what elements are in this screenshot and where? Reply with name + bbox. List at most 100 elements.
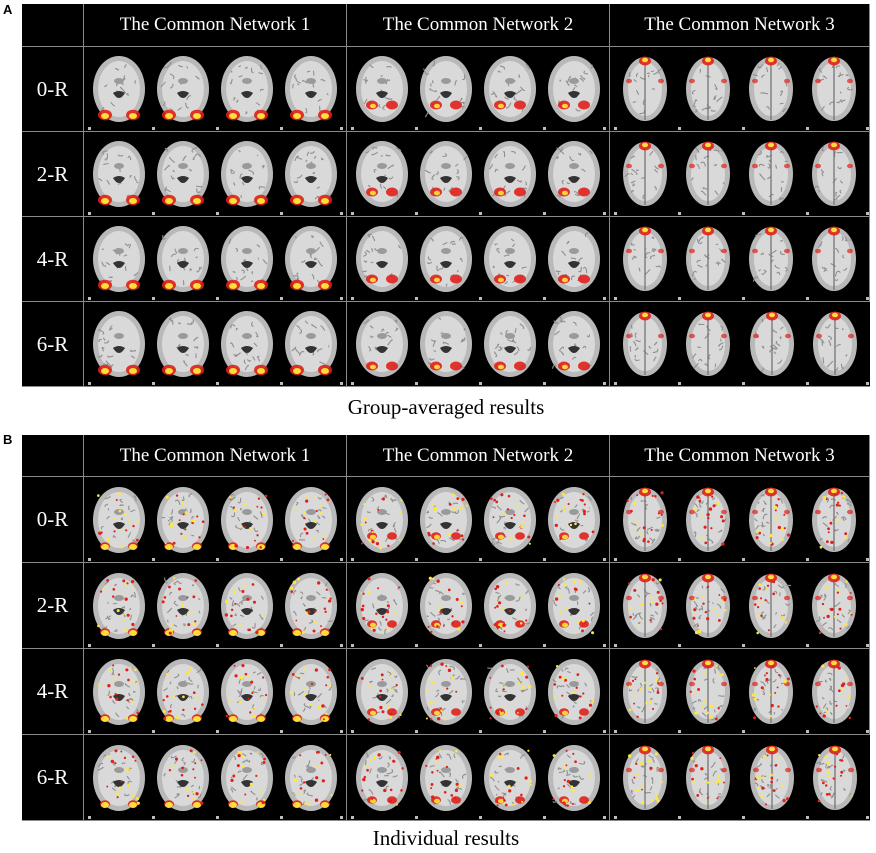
slice-tick-mark	[742, 816, 745, 819]
slice-tick-mark	[351, 297, 354, 300]
brain-slice-image	[622, 226, 667, 291]
brain-slice-cell	[84, 302, 347, 387]
slice-tick-mark	[806, 212, 809, 215]
brain-slice-image	[157, 56, 209, 122]
slice-tick-mark	[415, 730, 418, 733]
brain-slice-image	[749, 487, 794, 552]
brain-slice-image	[812, 659, 857, 724]
slice-tick-mark	[152, 644, 155, 647]
panel-b-letter: B	[3, 432, 13, 447]
panel-a-grid: The Common Network 1 The Common Network …	[22, 4, 870, 387]
brain-slice-cell	[610, 217, 870, 302]
brain-slice-strip	[610, 132, 869, 216]
panel-b-row-label: 6-R	[22, 735, 84, 821]
brain-slice-cell	[347, 649, 610, 735]
brain-slice-image	[484, 658, 536, 725]
brain-slice-image	[749, 56, 794, 121]
panel-a-letter: A	[3, 2, 13, 17]
brain-slice-cell	[610, 302, 870, 387]
slice-tick-mark	[866, 212, 869, 215]
slice-tick-mark	[88, 127, 91, 130]
brain-slice-strip	[84, 477, 346, 562]
brain-slice-strip	[84, 735, 346, 820]
brain-slice-image	[484, 226, 536, 292]
slice-tick-mark	[742, 297, 745, 300]
brain-slice-image	[285, 226, 337, 292]
panel-b-grid: The Common Network 1 The Common Network …	[22, 435, 870, 821]
slice-tick-mark	[479, 382, 482, 385]
brain-slice-image	[484, 141, 536, 207]
slice-tick-mark	[543, 382, 546, 385]
slice-tick-mark	[216, 730, 219, 733]
slice-tick-mark	[216, 382, 219, 385]
brain-slice-image	[484, 311, 536, 377]
brain-slice-image	[356, 56, 408, 122]
slice-tick-mark	[479, 212, 482, 215]
brain-slice-strip	[610, 735, 870, 820]
brain-slice-image	[221, 744, 273, 811]
slice-tick-mark	[88, 644, 91, 647]
slice-tick-mark	[280, 382, 283, 385]
brain-slice-image	[221, 226, 273, 292]
brain-slice-image	[93, 56, 145, 122]
slice-tick-mark	[806, 127, 809, 130]
slice-tick-mark	[543, 212, 546, 215]
slice-tick-mark	[280, 730, 283, 733]
slice-tick-mark	[280, 644, 283, 647]
brain-slice-image	[93, 141, 145, 207]
brain-slice-cell	[347, 563, 610, 649]
brain-slice-image	[548, 486, 600, 553]
brain-slice-image	[484, 572, 536, 639]
brain-slice-image	[157, 311, 209, 377]
brain-slice-image	[812, 56, 857, 121]
slice-tick-mark	[216, 644, 219, 647]
slice-tick-mark	[479, 730, 482, 733]
panel-b-row-label: 2-R	[22, 563, 84, 649]
brain-slice-image	[686, 745, 731, 810]
slice-tick-mark	[603, 816, 606, 819]
slice-tick-mark	[614, 558, 617, 561]
slice-tick-mark	[603, 382, 606, 385]
brain-slice-strip	[610, 563, 869, 648]
slice-tick-mark	[742, 127, 745, 130]
brain-slice-image	[548, 141, 600, 207]
slice-tick-mark	[216, 816, 219, 819]
panel-a-row-label: 6-R	[22, 302, 84, 387]
slice-tick-mark	[152, 730, 155, 733]
brain-slice-image	[812, 573, 857, 638]
brain-slice-image	[685, 56, 730, 121]
brain-slice-image	[356, 744, 408, 811]
slice-tick-mark	[866, 644, 869, 647]
panel-a-corner	[22, 4, 84, 47]
slice-tick-mark	[216, 212, 219, 215]
slice-tick-mark	[866, 730, 869, 733]
slice-tick-mark	[866, 382, 869, 385]
brain-slice-strip	[347, 735, 609, 820]
brain-slice-image	[221, 486, 273, 553]
brain-slice-strip	[610, 649, 869, 734]
slice-tick-mark	[340, 212, 343, 215]
slice-tick-mark	[614, 730, 617, 733]
brain-slice-image	[548, 56, 600, 122]
brain-slice-image	[420, 56, 472, 122]
slice-tick-mark	[543, 816, 546, 819]
slice-tick-mark	[152, 212, 155, 215]
slice-tick-mark	[866, 816, 869, 819]
brain-slice-image	[685, 141, 730, 206]
brain-slice-cell	[610, 649, 870, 735]
slice-tick-mark	[88, 382, 91, 385]
slice-tick-mark	[340, 382, 343, 385]
slice-tick-mark	[415, 382, 418, 385]
slice-tick-mark	[340, 127, 343, 130]
panel-b-row-label: 4-R	[22, 649, 84, 735]
slice-tick-mark	[152, 127, 155, 130]
brain-slice-image	[221, 56, 273, 122]
brain-slice-image	[749, 659, 794, 724]
slice-tick-mark	[152, 816, 155, 819]
brain-slice-image	[420, 572, 472, 639]
brain-slice-image	[685, 573, 730, 638]
brain-slice-cell	[84, 649, 347, 735]
brain-slice-image	[548, 311, 600, 377]
brain-slice-image	[285, 141, 337, 207]
slice-tick-mark	[603, 558, 606, 561]
